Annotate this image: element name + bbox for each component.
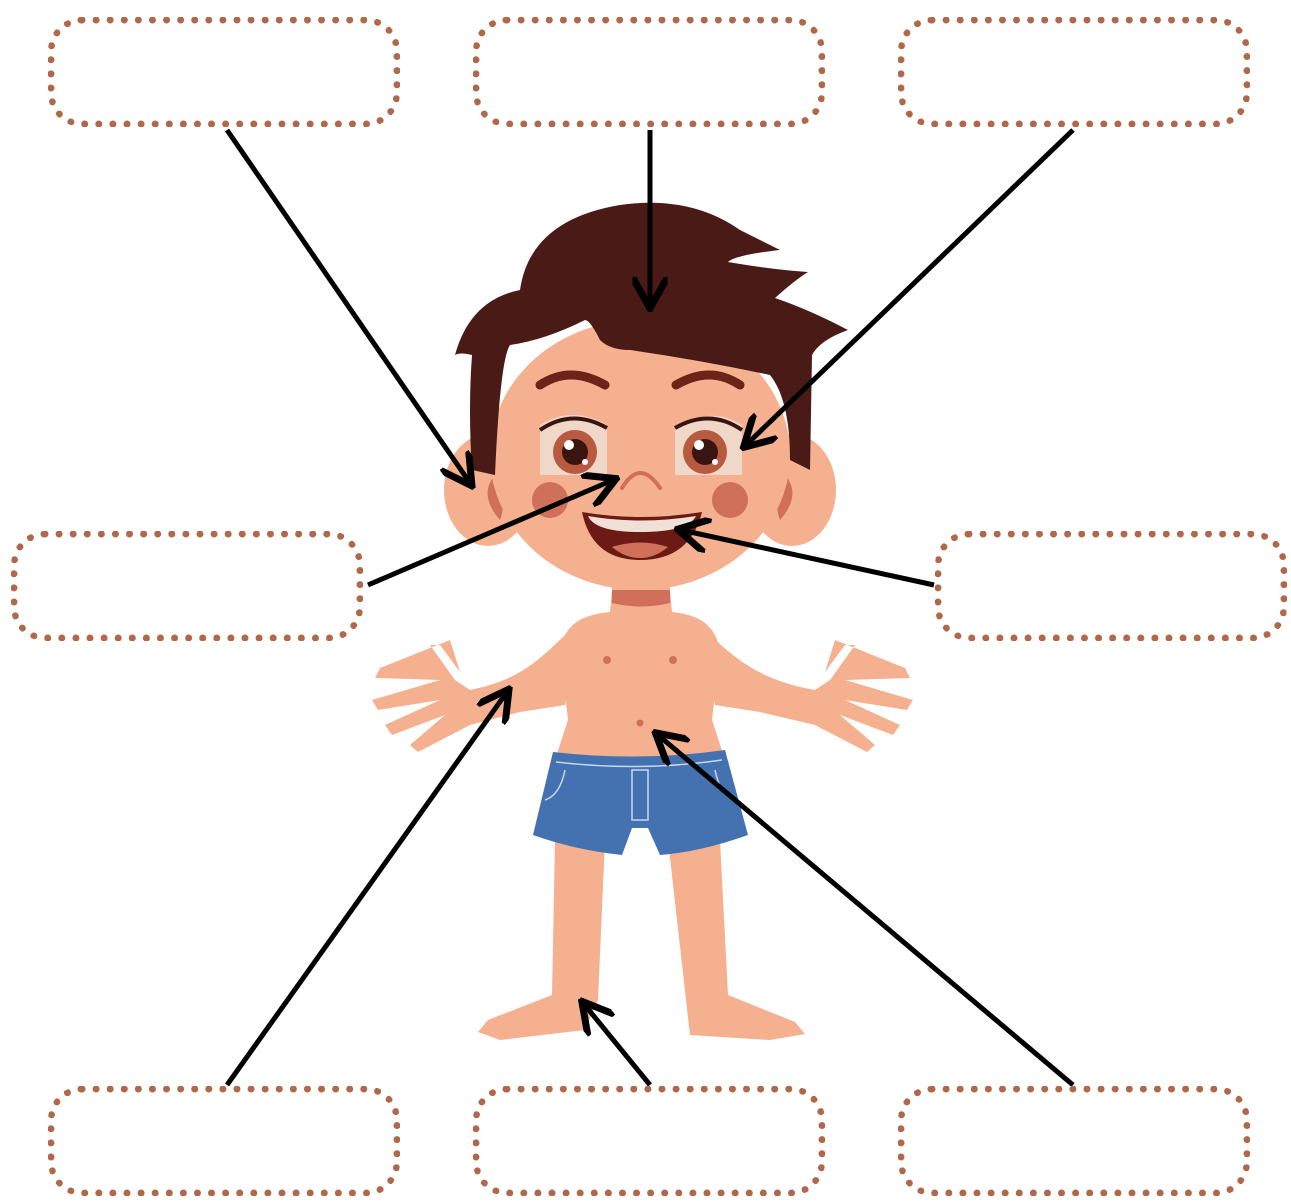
legs	[478, 840, 805, 1040]
boy-figure	[372, 203, 913, 1040]
label-box-bottom-right[interactable]	[898, 1086, 1250, 1196]
label-box-mid-left[interactable]	[11, 531, 363, 641]
torso	[555, 590, 725, 760]
label-box-mid-right[interactable]	[935, 531, 1287, 641]
belly-button	[637, 720, 644, 727]
right-arm	[700, 625, 913, 752]
label-box-top-center[interactable]	[473, 17, 825, 127]
arrow-to-leg	[584, 1004, 650, 1085]
nipple-right	[669, 656, 677, 664]
label-box-top-right[interactable]	[898, 17, 1250, 127]
arrow-to-hand	[227, 692, 507, 1085]
label-box-bottom-left[interactable]	[48, 1086, 400, 1196]
right-cheek	[712, 482, 748, 518]
label-box-top-left[interactable]	[48, 17, 400, 127]
nipple-left	[603, 656, 611, 664]
shorts	[533, 750, 748, 855]
arrow-to-ear	[227, 130, 470, 483]
arrow-to-eye	[746, 130, 1073, 445]
left-arm	[372, 625, 575, 752]
label-box-bottom-center[interactable]	[473, 1086, 825, 1196]
